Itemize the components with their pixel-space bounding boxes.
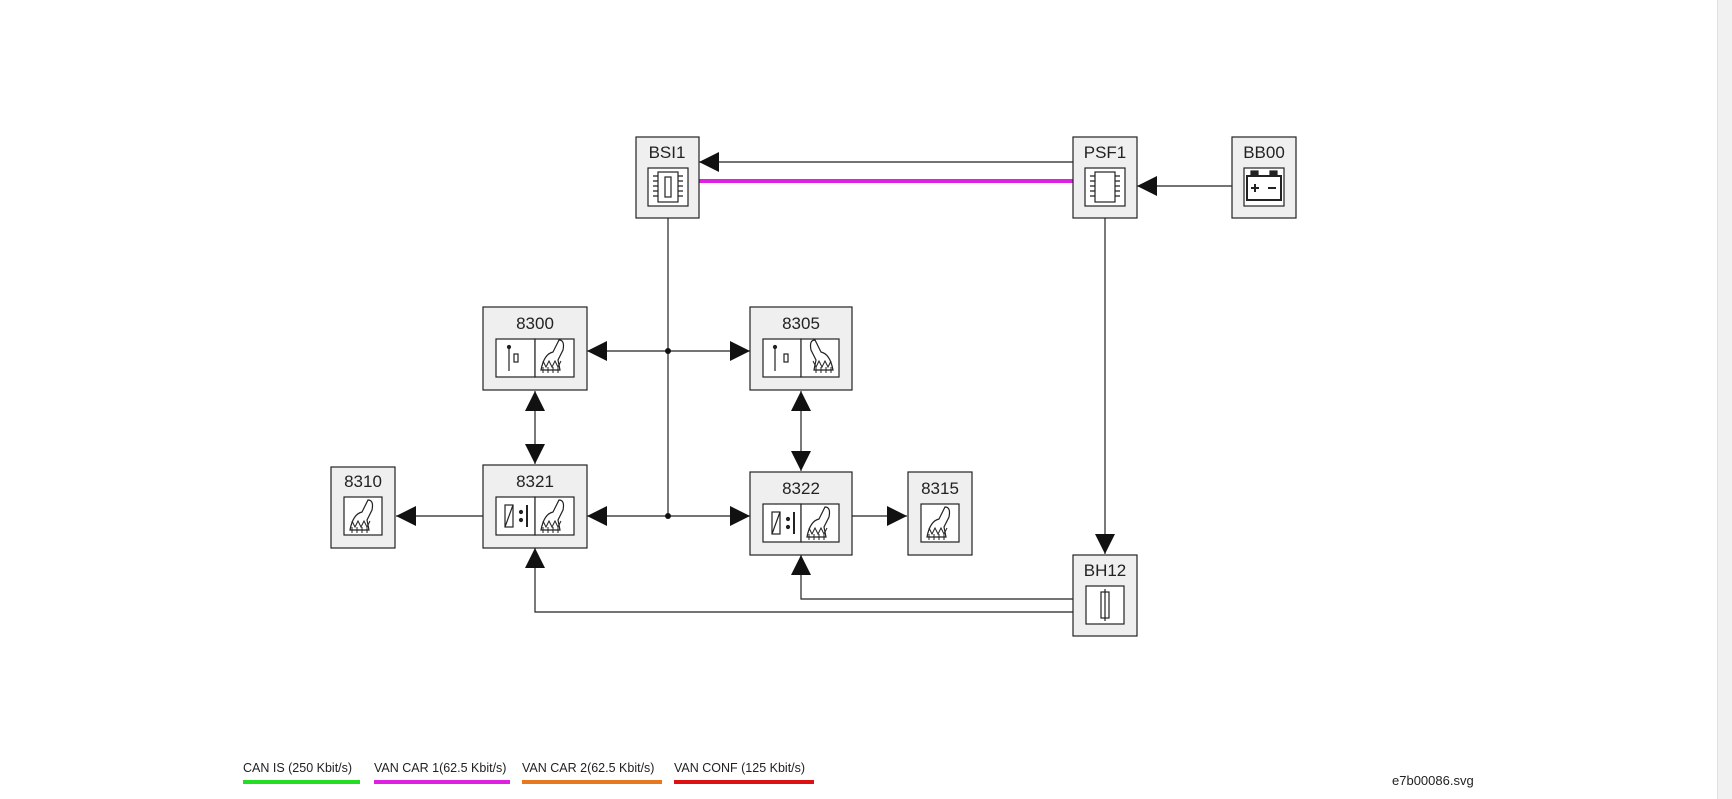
legend-label: VAN CAR 1(62.5 Kbit/s) [374,761,506,775]
node-bb00-label: BB00 [1243,143,1285,162]
node-8321-label: 8321 [516,472,554,491]
legend-item-van-car-2: VAN CAR 2(62.5 Kbit/s) [522,761,662,784]
node-8310-label: 8310 [344,472,382,491]
node-bsi1[interactable]: BSI1 [635,136,700,219]
legend-item-van-conf: VAN CONF (125 Kbit/s) [674,761,814,784]
node-bh12[interactable]: BH12 [1072,554,1138,637]
seat-switch-icon [495,338,575,378]
node-bb00[interactable]: BB00 [1231,136,1297,219]
legend-item-van-car-1: VAN CAR 1(62.5 Kbit/s) [374,761,510,784]
file-name: e7b00086.svg [1392,773,1474,788]
legend: CAN IS (250 Kbit/s) VAN CAR 1(62.5 Kbit/… [243,761,814,784]
battery-icon [1243,167,1285,207]
seat-heater-module-icon [495,496,575,536]
ecu-chip-icon [1084,167,1126,207]
node-bh12-label: BH12 [1084,561,1127,580]
connections [396,152,1232,613]
legend-item-can-is: CAN IS (250 Kbit/s) [243,761,360,784]
node-8321[interactable]: 8321 [482,464,588,549]
node-psf1[interactable]: PSF1 [1072,136,1138,219]
node-8305-label: 8305 [782,314,820,333]
fuse-icon [1085,585,1125,625]
node-8300-label: 8300 [516,314,554,333]
vertical-scrollbar[interactable] [1717,0,1732,799]
ecu-chip-icon [647,167,689,207]
node-8300[interactable]: 8300 [482,306,588,391]
heated-seat-icon [920,503,960,543]
node-8315-label: 8315 [921,479,959,498]
junction-dot [665,348,671,354]
node-8305[interactable]: 8305 [749,306,853,391]
heated-seat-icon [343,496,383,536]
seat-switch-icon [762,338,840,378]
legend-label: VAN CONF (125 Kbit/s) [674,761,805,775]
junction-dot [665,513,671,519]
legend-label: VAN CAR 2(62.5 Kbit/s) [522,761,654,775]
link-bh12-8322 [791,555,1073,600]
node-8315[interactable]: 8315 [907,471,973,556]
node-bsi1-label: BSI1 [649,143,686,162]
node-8322-label: 8322 [782,479,820,498]
seat-heater-module-icon [762,503,840,543]
node-8322[interactable]: 8322 [749,471,853,556]
link-bh12-8321 [525,548,1073,613]
node-psf1-label: PSF1 [1084,143,1127,162]
legend-label: CAN IS (250 Kbit/s) [243,761,352,775]
node-8310[interactable]: 8310 [330,466,396,549]
